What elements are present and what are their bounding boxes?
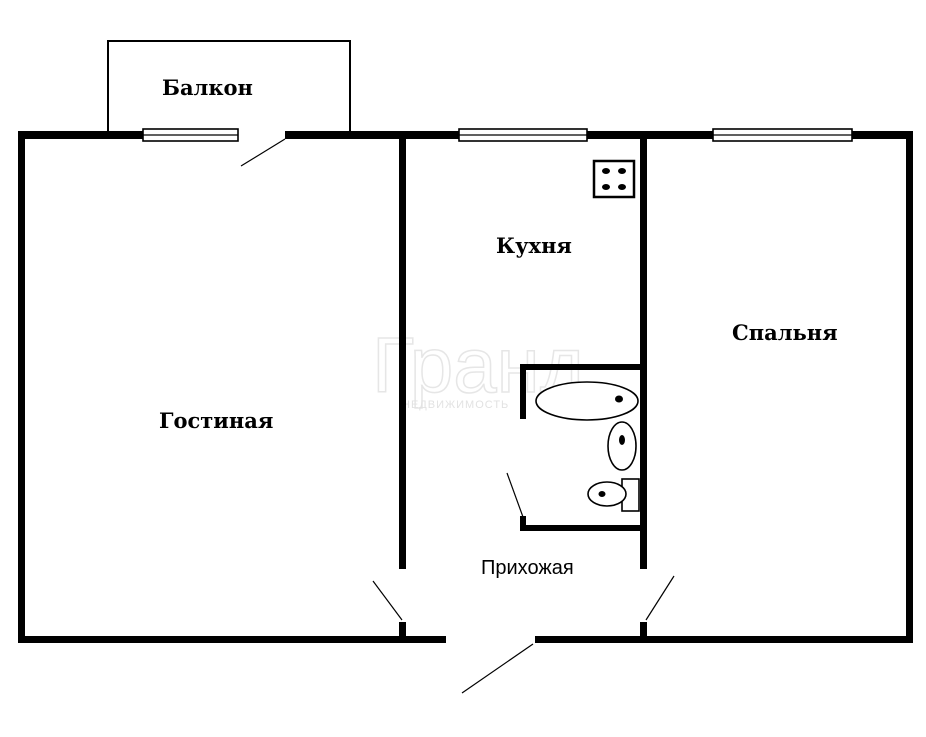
room-label-bedroom: Спальня: [732, 320, 838, 345]
svg-text:НЕДВИЖИМОСТЬ: НЕДВИЖИМОСТЬ: [402, 399, 509, 411]
walls: [18, 131, 913, 643]
toilet-icon: [587, 478, 640, 512]
room-label-balcony: Балкон: [162, 75, 253, 100]
sink-icon: [607, 421, 637, 471]
bathtub-icon: [535, 381, 639, 421]
stove-icon: [592, 159, 636, 199]
room-label-hallway: Прихожая: [481, 557, 574, 579]
room-label-kitchen: Кухня: [496, 233, 572, 258]
room-label-living-room: Гостиная: [159, 408, 273, 433]
windows: [142, 128, 853, 142]
balcony-outline: [107, 40, 351, 133]
door-swings: [240, 138, 675, 694]
